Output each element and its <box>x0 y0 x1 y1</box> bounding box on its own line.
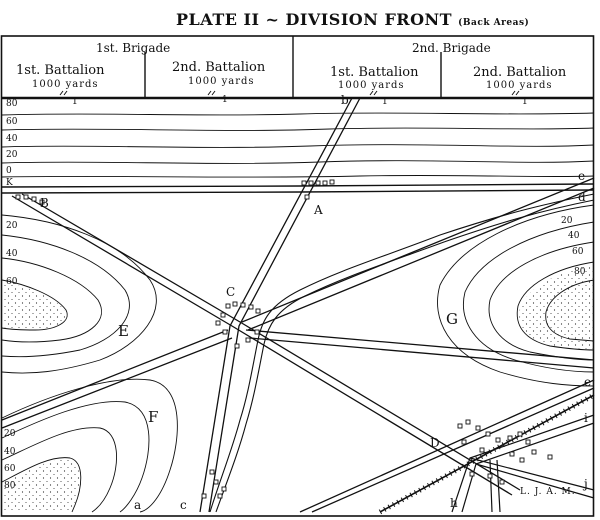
place-label-C: C <box>226 285 236 299</box>
road-end-b: b <box>341 93 349 107</box>
contour-label: 40 <box>4 447 16 457</box>
road-B-to-D <box>11 193 521 496</box>
lateral-road <box>1 183 595 194</box>
road-end-h: h <box>450 496 458 510</box>
road-end-i: i <box>584 411 588 425</box>
contour-label: 20 <box>6 150 18 160</box>
brigade-2-battalion-1-label: 1st. Battalion <box>330 65 419 80</box>
contour-label: 40 <box>6 134 18 144</box>
road-end-a: a <box>134 498 142 512</box>
brigade-1-battalion-2-frontage: 1000 yards <box>188 76 255 87</box>
railway <box>378 392 596 515</box>
plate-subtitle: (Back Areas) <box>458 18 530 28</box>
contour-label: 80 <box>574 267 586 277</box>
place-label-D: D <box>430 436 440 450</box>
brigade-1-label: 1st. Brigade <box>96 41 171 55</box>
contour-label: 60 <box>4 464 16 474</box>
road-end-e-south: e <box>584 375 592 389</box>
river <box>209 193 595 513</box>
brigade-2-battalion-1-frontage: 1000 yards <box>338 80 405 91</box>
front-mark-label: 1 <box>72 97 78 107</box>
author-signature: L. J. A. M. <box>520 487 576 497</box>
contour-label: 40 <box>568 231 580 241</box>
brigade-1-battalion-2-label: 2nd. Battalion <box>172 60 266 75</box>
contour-label: 60 <box>572 247 584 257</box>
front-mark-label: 1 <box>522 97 528 107</box>
buildings <box>15 179 553 499</box>
roads-near-D <box>451 414 595 513</box>
place-label-E: E <box>118 322 129 340</box>
front-marks <box>59 90 520 96</box>
contour-label: 0 <box>6 166 12 176</box>
road-end-e-north: e <box>578 169 586 183</box>
front-mark-label: 1 <box>222 95 228 105</box>
road-end-c: c <box>180 498 187 512</box>
contour-label: 60 <box>6 117 18 127</box>
road-C-east <box>245 329 595 369</box>
place-label-G: G <box>446 310 458 328</box>
front-mark-label: 1 <box>382 97 388 107</box>
brigade-2-label: 2nd. Brigade <box>412 41 491 55</box>
contour-label: K <box>6 178 13 188</box>
road-end-d: d <box>578 190 586 204</box>
place-label-F: F <box>148 408 159 426</box>
contour-label: 20 <box>561 216 573 226</box>
brigade-1-battalion-1-label: 1st. Battalion <box>16 63 105 78</box>
brigade-2-battalion-2-frontage: 1000 yards <box>486 80 553 91</box>
contour-label: 20 <box>6 221 18 231</box>
road-south-to-e <box>299 379 595 513</box>
brigade-1-battalion-1-frontage: 1000 yards <box>32 79 99 90</box>
brigade-dividers <box>144 36 442 98</box>
road-end-j: j <box>584 477 588 491</box>
hill-G-shading <box>519 266 594 349</box>
hill-E-shading <box>2 282 66 329</box>
plate-title: PLATE II ~ DIVISION FRONT (Back Areas) <box>176 12 529 28</box>
hill-F-shading <box>2 459 80 512</box>
plate-title-text: PLATE II ~ DIVISION FRONT <box>176 10 453 29</box>
place-label-B: B <box>40 196 49 210</box>
road-C-to-west <box>1 329 233 429</box>
brigade-2-battalion-2-label: 2nd. Battalion <box>473 65 567 80</box>
northern-contours <box>1 112 595 178</box>
contour-label: 60 <box>6 277 18 287</box>
contour-label: 80 <box>4 481 16 491</box>
road-b-to-c <box>199 97 361 513</box>
place-label-A: A <box>314 203 323 217</box>
contour-label: 20 <box>4 429 16 439</box>
hill-E-contours <box>1 214 157 374</box>
contour-label: 80 <box>6 99 18 109</box>
hill-F-contours <box>1 378 178 513</box>
contour-label: 40 <box>6 249 18 259</box>
